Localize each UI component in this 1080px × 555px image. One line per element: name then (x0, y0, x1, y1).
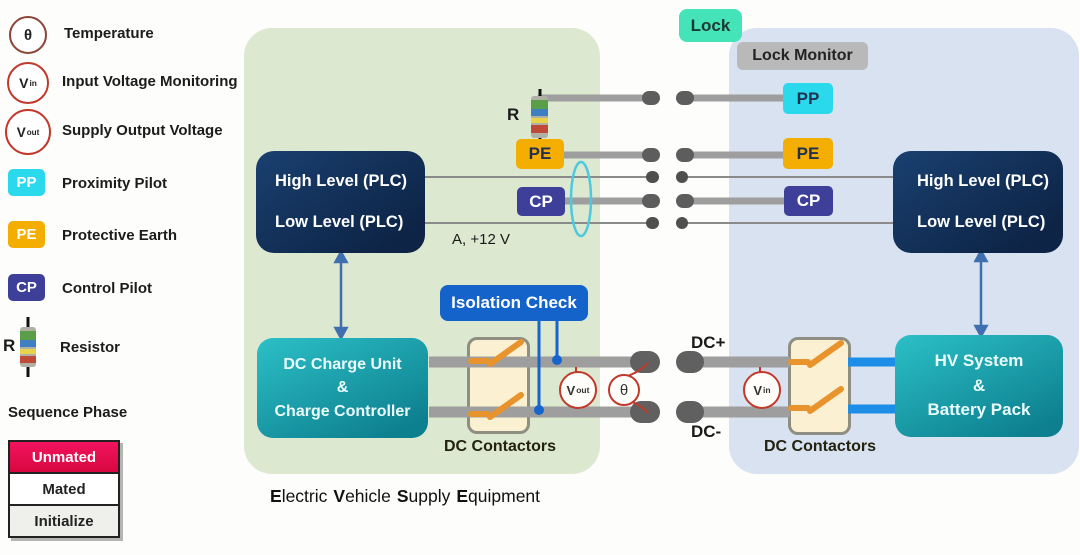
vin-symbol-sub: in (29, 78, 37, 88)
sequence-phase-title: Sequence Phase (8, 404, 128, 421)
temperature-symbol-text: θ (23, 26, 33, 44)
caption-word-equipment: Equipment (456, 486, 541, 506)
sequence-phase-mated: Mated (10, 472, 118, 504)
dc-contactors-box-vehicle (788, 337, 851, 435)
cp-label: Control Pilot (62, 280, 152, 297)
pp-legend-chip: PP (8, 169, 45, 196)
resistor-symbol-evse (531, 96, 548, 138)
temperature-symbol: θ (9, 16, 47, 54)
pe-label: Protective Earth (62, 227, 178, 244)
dc-charge-unit-box: DC Charge Unit & Charge Controller (257, 338, 428, 438)
sequence-phase-unmated: Unmated (10, 442, 118, 472)
pp-chip-vehicle: PP (783, 83, 833, 114)
evse-plc-box: High Level (PLC) Low Level (PLC) (256, 151, 425, 253)
vin-sensor-main: V (753, 382, 763, 398)
vehicle-plc-box: High Level (PLC) Low Level (PLC) (893, 151, 1063, 253)
vout-sensor-sub: out (576, 385, 590, 395)
vin-sensor-sub: in (763, 385, 771, 395)
cp-chip-evse: CP (517, 187, 565, 216)
hv-box-line3: Battery Pack (927, 400, 1031, 420)
resistor-symbol-letter: R (3, 336, 16, 355)
hv-box-line1: HV System (934, 351, 1024, 371)
sequence-phase-table: Unmated Mated Initialize (8, 440, 120, 538)
pilot-line-label: A, +12 V (452, 231, 510, 248)
dc-plus-label: DC+ (691, 333, 726, 352)
cp-legend-chip: CP (8, 274, 45, 301)
connector-caps (630, 91, 704, 423)
dc-charge-unit-line3: Charge Controller (274, 402, 411, 420)
resistor-legend-symbol (20, 327, 36, 367)
temperature-label: Temperature (64, 25, 154, 42)
dc-contactors-label-vehicle: DC Contactors (763, 438, 876, 455)
pe-chip-evse: PE (516, 139, 564, 169)
vin-symbol-main: V (19, 75, 29, 91)
vout-symbol-main: V (16, 124, 26, 140)
hv-box-line2: & (972, 375, 986, 395)
dc-contactors-label-evse: DC Contactors (443, 438, 556, 455)
pe-legend-chip: PE (8, 221, 45, 248)
sequence-phase-initialize: Initialize (10, 504, 118, 536)
vout-sensor-main: V (566, 382, 576, 398)
hv-battery-box: HV System & Battery Pack (895, 335, 1063, 437)
dc-contactors-box-evse (467, 337, 530, 434)
theta-sensor: θ (608, 374, 640, 406)
evse-plc-low-level: Low Level (PLC) (275, 212, 404, 231)
dc-charge-unit-line2: & (336, 379, 349, 397)
caption-word-vehicle: Vehicle (333, 486, 391, 506)
vout-symbol-sub: out (26, 127, 40, 137)
lock-badge: Lock (679, 9, 742, 42)
vehicle-plc-high-level: High Level (PLC) (917, 172, 1050, 191)
resistor-letter-evse: R (507, 105, 520, 124)
vin-label: Input Voltage Monitoring (62, 73, 238, 90)
isolation-check-box: Isolation Check (440, 285, 588, 321)
evse-plc-high-level: High Level (PLC) (275, 172, 408, 191)
lock-monitor-badge: Lock Monitor (737, 42, 868, 70)
vout-label: Supply Output Voltage (62, 122, 223, 139)
cp-chip-vehicle: CP (784, 186, 833, 216)
caption-word-supply: Supply (396, 486, 451, 506)
dc-charge-unit-line1: DC Charge Unit (283, 356, 402, 374)
pe-chip-vehicle: PE (783, 138, 833, 169)
dc-minus-label: DC- (691, 422, 722, 441)
vehicle-plc-low-level: Low Level (PLC) (917, 212, 1046, 231)
pp-label: Proximity Pilot (62, 175, 168, 192)
caption-word-electric: Electric (270, 486, 328, 506)
resistor-label: Resistor (60, 339, 121, 356)
